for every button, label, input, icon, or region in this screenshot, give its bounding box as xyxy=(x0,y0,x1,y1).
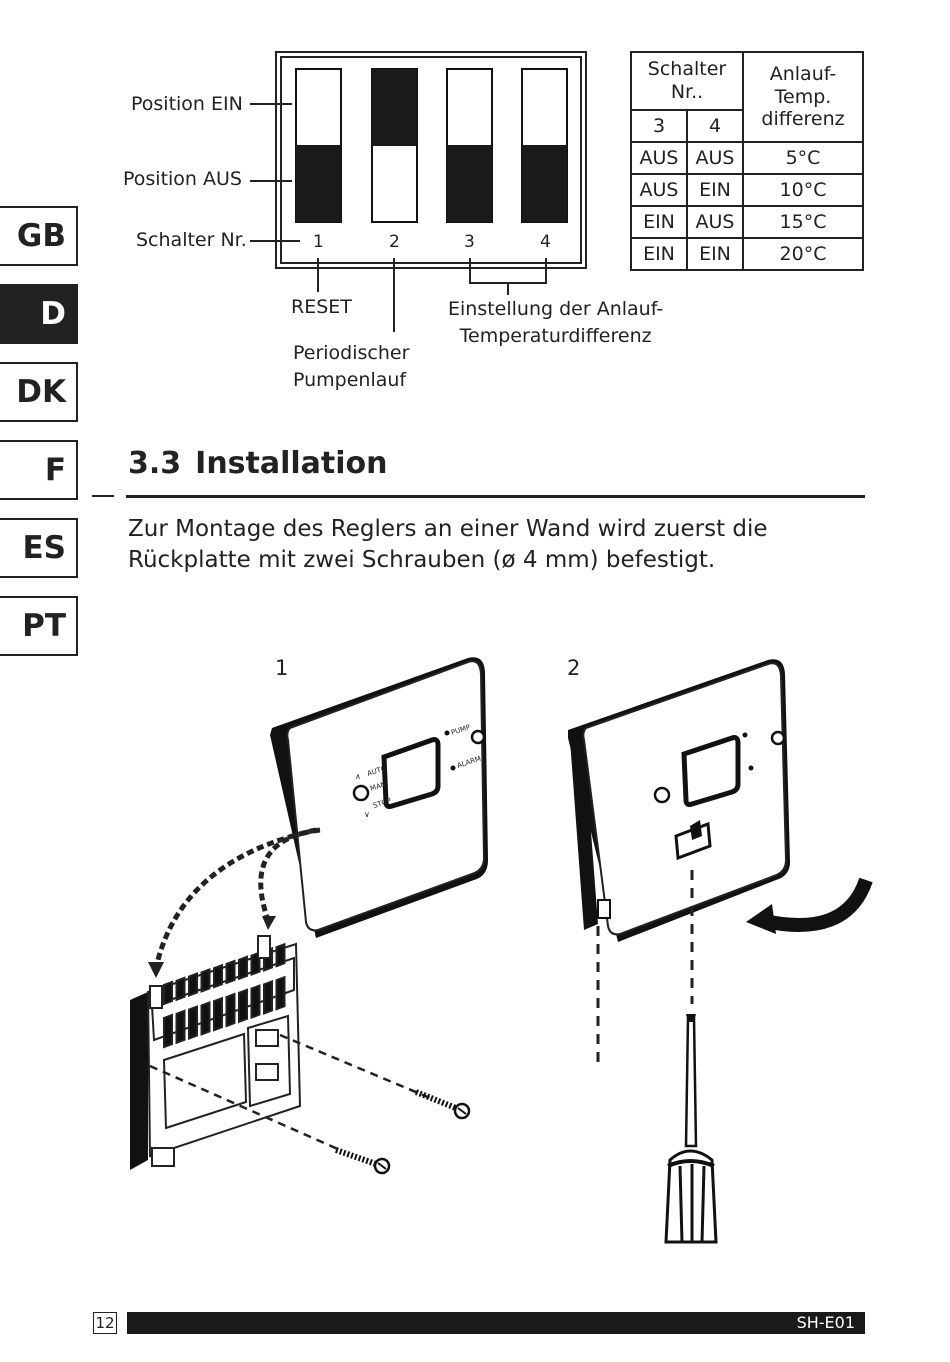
position-on-label: Position EIN xyxy=(131,93,243,115)
start-temp-setting-label: Einstellung der Anlauf- Temperaturdiffer… xyxy=(448,296,663,350)
terminal-tooth xyxy=(188,972,198,998)
table-cell: 15°C xyxy=(742,205,864,239)
section-heading: 3.3 Installation xyxy=(128,446,388,481)
terminal-tooth xyxy=(213,963,223,989)
periodic-pump-label: Periodischer Pumpenlauf xyxy=(293,340,409,394)
table-cell: AUS xyxy=(630,141,688,175)
table-header-switch-line1: Schalter xyxy=(647,58,727,81)
periodic-pump-line1: Periodischer xyxy=(293,342,410,364)
table-row: EIN EIN 20°C xyxy=(630,237,864,271)
switch-number-label: Schalter Nr. xyxy=(136,229,247,251)
heading-tick xyxy=(92,495,114,497)
terminal-slot xyxy=(188,1005,198,1041)
terminal-slot xyxy=(275,975,286,1011)
terminal-slot xyxy=(213,996,223,1032)
terminal-tooth xyxy=(238,955,248,981)
back-plate xyxy=(130,935,302,1170)
screwdriver-icon xyxy=(664,1014,718,1244)
table-cell: EIN xyxy=(686,237,744,271)
dip-switch-diagram xyxy=(250,51,587,332)
dip-switch-4-lever xyxy=(522,145,567,222)
section-number: 3.3 xyxy=(128,446,182,481)
table-cell: EIN xyxy=(630,237,688,271)
table-cell: AUS xyxy=(686,141,744,175)
table-row: EIN AUS 15°C xyxy=(630,205,864,239)
periodic-pump-line2: Pumpenlauf xyxy=(293,369,407,391)
svg-text:∨: ∨ xyxy=(364,810,370,819)
switch-number-2: 2 xyxy=(389,232,400,252)
terminal-slot xyxy=(263,979,273,1015)
table-cell: 5°C xyxy=(742,141,864,175)
terminal-slot xyxy=(175,1009,186,1045)
table-header-temp-line2: Temp. xyxy=(774,85,832,108)
dip-switch-3-lever xyxy=(447,145,492,222)
table-header-temp: Anlauf- Temp. differenz xyxy=(742,51,864,143)
lang-tab-gb[interactable]: GB xyxy=(0,206,78,266)
terminal-tooth xyxy=(175,976,186,1002)
dip-switch-1-lever xyxy=(296,145,341,222)
table-header-temp-line1: Anlauf- xyxy=(769,62,837,85)
terminal-tooth xyxy=(200,967,211,993)
section-title: Installation xyxy=(195,446,388,481)
controller-device-2 xyxy=(568,659,790,942)
step-number-1: 1 xyxy=(275,656,289,680)
table-header-switch-line2: Nr.. xyxy=(670,81,704,103)
start-temp-setting-line2: Temperaturdifferenz xyxy=(459,325,652,347)
reset-label: RESET xyxy=(291,296,352,318)
terminal-tooth xyxy=(275,942,286,968)
lang-tab-d[interactable]: D xyxy=(0,284,78,344)
table-cell: AUS xyxy=(686,205,744,239)
terminal-tooth xyxy=(163,980,173,1006)
page-number: 12 xyxy=(93,1312,117,1334)
lang-tab-es[interactable]: ES xyxy=(0,518,78,578)
dip-switch-2-lever xyxy=(372,69,417,146)
step-number-2: 2 xyxy=(567,656,581,680)
table-header-switch: Schalter Nr.. xyxy=(630,51,744,111)
controller-device-1: PUMP ALARM AUTO MAN STOP ∧ ∨ xyxy=(270,657,488,938)
document-code: SH-E01 xyxy=(796,1313,855,1332)
terminal-tooth xyxy=(225,959,236,985)
installation-paragraph: Zur Montage des Reglers an einer Wand wi… xyxy=(128,516,768,573)
switch-number-3: 3 xyxy=(464,232,475,252)
screw-upper xyxy=(414,1089,471,1120)
terminal-slot xyxy=(200,1000,211,1036)
table-cell: 20°C xyxy=(742,237,864,271)
switch-settings-table: Schalter Nr.. Anlauf- Temp. differenz 3 … xyxy=(630,51,864,271)
footer-bar: SH-E01 xyxy=(127,1312,865,1334)
position-off-label: Position AUS xyxy=(123,168,242,190)
terminal-slot xyxy=(225,992,236,1028)
installation-illustration: PUMP ALARM AUTO MAN STOP ∧ ∨ xyxy=(130,657,873,1244)
switch-number-1: 1 xyxy=(313,232,324,252)
table-cell: 10°C xyxy=(742,173,864,207)
table-cell: AUS xyxy=(630,173,688,207)
heading-rule xyxy=(126,495,865,498)
table-row: AUS EIN 10°C xyxy=(630,173,864,207)
table-cell: EIN xyxy=(686,173,744,207)
table-subheader-3: 3 xyxy=(630,109,688,143)
lang-tab-dk[interactable]: DK xyxy=(0,362,78,422)
screw-lower xyxy=(335,1147,391,1175)
lang-tab-f[interactable]: F xyxy=(0,440,78,500)
table-subheader-4: 4 xyxy=(686,109,744,143)
lang-tab-pt[interactable]: PT xyxy=(0,596,78,656)
start-temp-setting-line1: Einstellung der Anlauf- xyxy=(448,298,664,320)
switch-number-4: 4 xyxy=(540,232,551,252)
table-row: AUS AUS 5°C xyxy=(630,141,864,175)
table-header-temp-line3: differenz xyxy=(761,108,845,131)
svg-text:∧: ∧ xyxy=(355,772,361,781)
table-cell: EIN xyxy=(630,205,688,239)
terminal-slot xyxy=(238,988,248,1024)
terminal-slot xyxy=(163,1013,173,1049)
terminal-slot xyxy=(250,984,261,1020)
